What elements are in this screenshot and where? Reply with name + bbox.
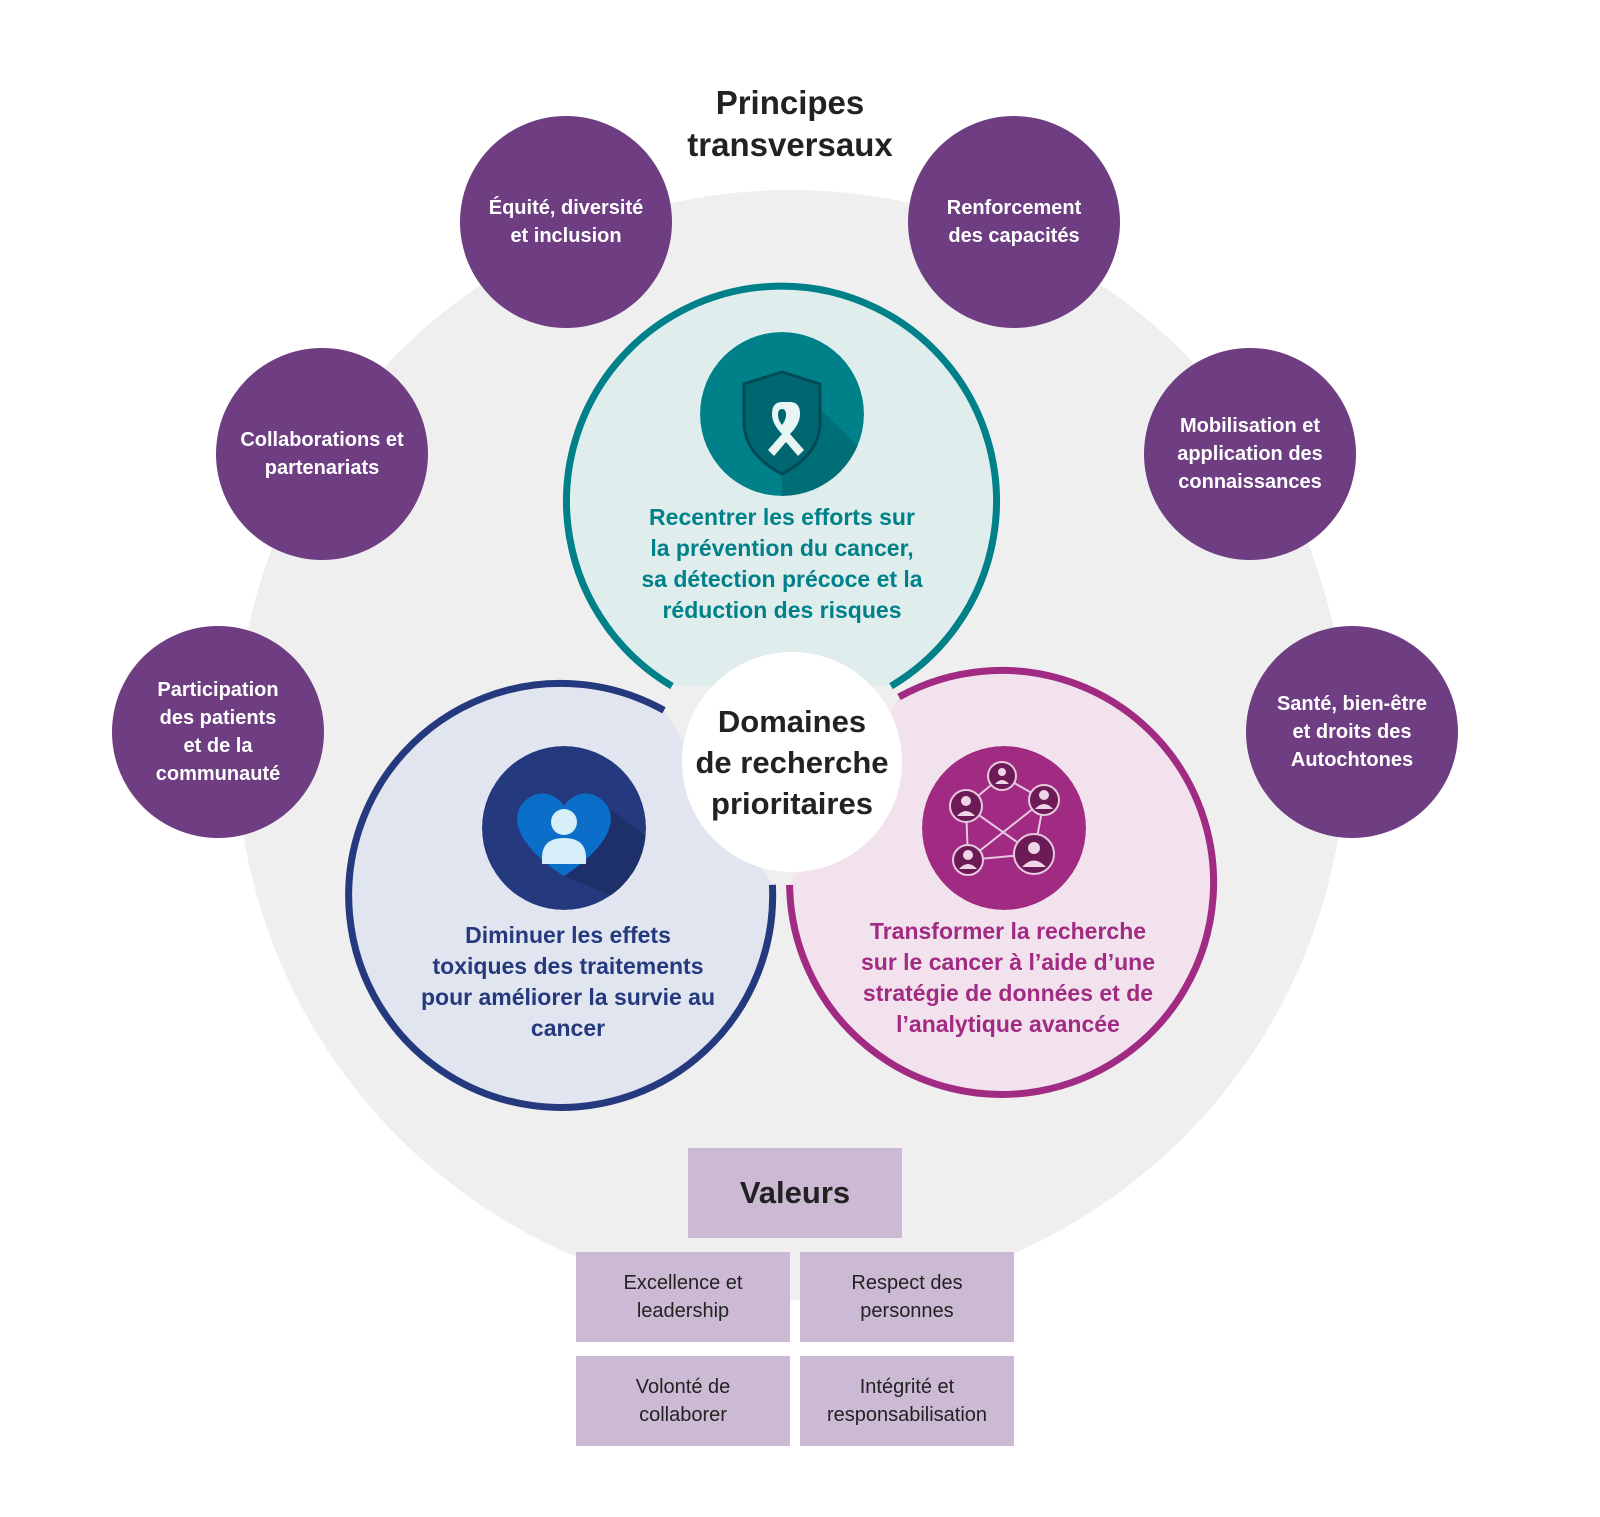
- network-people-icon: [922, 746, 1086, 910]
- principle-knowledge: Mobilisation et application des connaiss…: [1144, 348, 1356, 560]
- principle-capacity: Renforcement des capacités: [908, 116, 1120, 328]
- principles-title: Principes transversaux: [687, 84, 893, 163]
- value-collaboration: Volonté de collaborer: [576, 1356, 790, 1446]
- principle-equity: Équité, diversité et inclusion: [460, 116, 672, 328]
- treatment-domain-text: Diminuer les effets toxiques des traitem…: [420, 922, 715, 1041]
- value-integrity: Intégrité et responsabilisation: [800, 1356, 1014, 1446]
- principle-patient-participation: Participation des patients et de la comm…: [112, 626, 324, 838]
- values-title: Valeurs: [688, 1148, 902, 1238]
- shield-ribbon-icon: [700, 332, 864, 496]
- value-respect: Respect des personnes: [800, 1252, 1014, 1342]
- principle-collaborations: Collaborations et partenariats: [216, 348, 428, 560]
- center-label: Domaines de recherche prioritaires: [682, 652, 902, 872]
- principle-indigenous: Santé, bien-être et droits des Autochton…: [1246, 626, 1458, 838]
- heart-person-icon: [482, 746, 646, 910]
- data-domain-text: Transformer la recherche sur le cancer à…: [860, 918, 1155, 1037]
- value-excellence: Excellence et leadership: [576, 1252, 790, 1342]
- prevention-domain-text: Recentrer les efforts sur la prévention …: [641, 504, 923, 623]
